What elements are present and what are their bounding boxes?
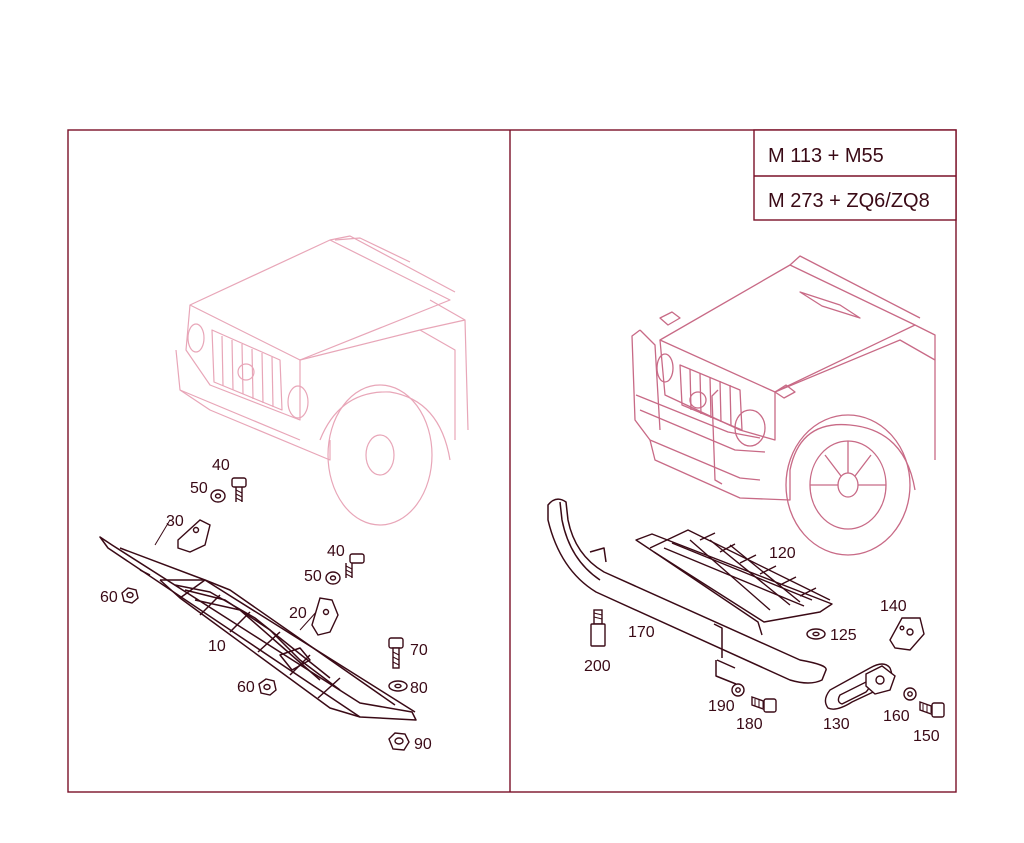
bolt-icon <box>345 553 365 578</box>
bolt-icon <box>231 477 247 502</box>
nut-icon <box>121 587 139 604</box>
variant-box: M 113 + M55 M 273 + ZQ6/ZQ8 <box>753 129 957 221</box>
diagram-frame <box>67 129 957 793</box>
variant-row-1: M 113 + M55 <box>768 145 884 167</box>
callout-180: 180 <box>736 716 763 733</box>
callout-120: 120 <box>769 545 796 562</box>
callout-10: 10 <box>208 638 226 655</box>
nut-icon <box>388 732 410 751</box>
callout-70: 70 <box>410 642 428 659</box>
washer-icon <box>388 680 408 692</box>
callout-40: 40 <box>327 543 345 560</box>
callout-90: 90 <box>414 736 432 753</box>
bracket-icon <box>311 597 339 636</box>
outer-frame <box>67 129 957 793</box>
variant-row-2: M 273 + ZQ6/ZQ8 <box>768 190 930 212</box>
vehicle-ghost-left <box>175 235 469 526</box>
callout-30: 30 <box>166 513 184 530</box>
vehicle-right <box>631 255 936 556</box>
bolt-icon <box>388 637 404 669</box>
callout-200: 200 <box>584 658 611 675</box>
skid-plate-right <box>635 529 833 636</box>
nut-icon <box>258 678 277 696</box>
callout-170: 170 <box>628 624 655 641</box>
callout-140: 140 <box>880 598 907 615</box>
fasteners-right <box>590 609 945 718</box>
bolt-icon <box>919 701 945 718</box>
callouts-left: 40 50 30 60 40 50 20 10 70 60 80 90 <box>100 457 432 753</box>
tow-eye-icon <box>824 663 896 710</box>
front-bar-right <box>547 498 827 685</box>
bracket-icon <box>889 617 925 651</box>
callout-50: 50 <box>304 568 322 585</box>
callout-125: 125 <box>830 627 857 644</box>
callout-190: 190 <box>708 698 735 715</box>
callout-130: 130 <box>823 716 850 733</box>
washer-icon <box>325 571 341 585</box>
callout-50: 50 <box>190 480 208 497</box>
bolt-icon <box>751 696 777 713</box>
callout-40: 40 <box>212 457 230 474</box>
washer-icon <box>903 687 917 701</box>
callout-60: 60 <box>100 589 118 606</box>
washer-icon <box>210 489 226 503</box>
callout-160: 160 <box>883 708 910 725</box>
callout-80: 80 <box>410 680 428 697</box>
callout-20: 20 <box>289 605 307 622</box>
callouts-right: 120 140 170 125 200 190 180 130 160 150 <box>584 545 940 745</box>
washer-icon <box>806 628 826 640</box>
callout-60: 60 <box>237 679 255 696</box>
fasteners-left <box>121 477 410 751</box>
stud-icon <box>590 609 606 647</box>
skid-plate-left <box>99 519 417 721</box>
callout-150: 150 <box>913 728 940 745</box>
bracket-icon <box>177 519 211 553</box>
washer-icon <box>731 683 745 697</box>
